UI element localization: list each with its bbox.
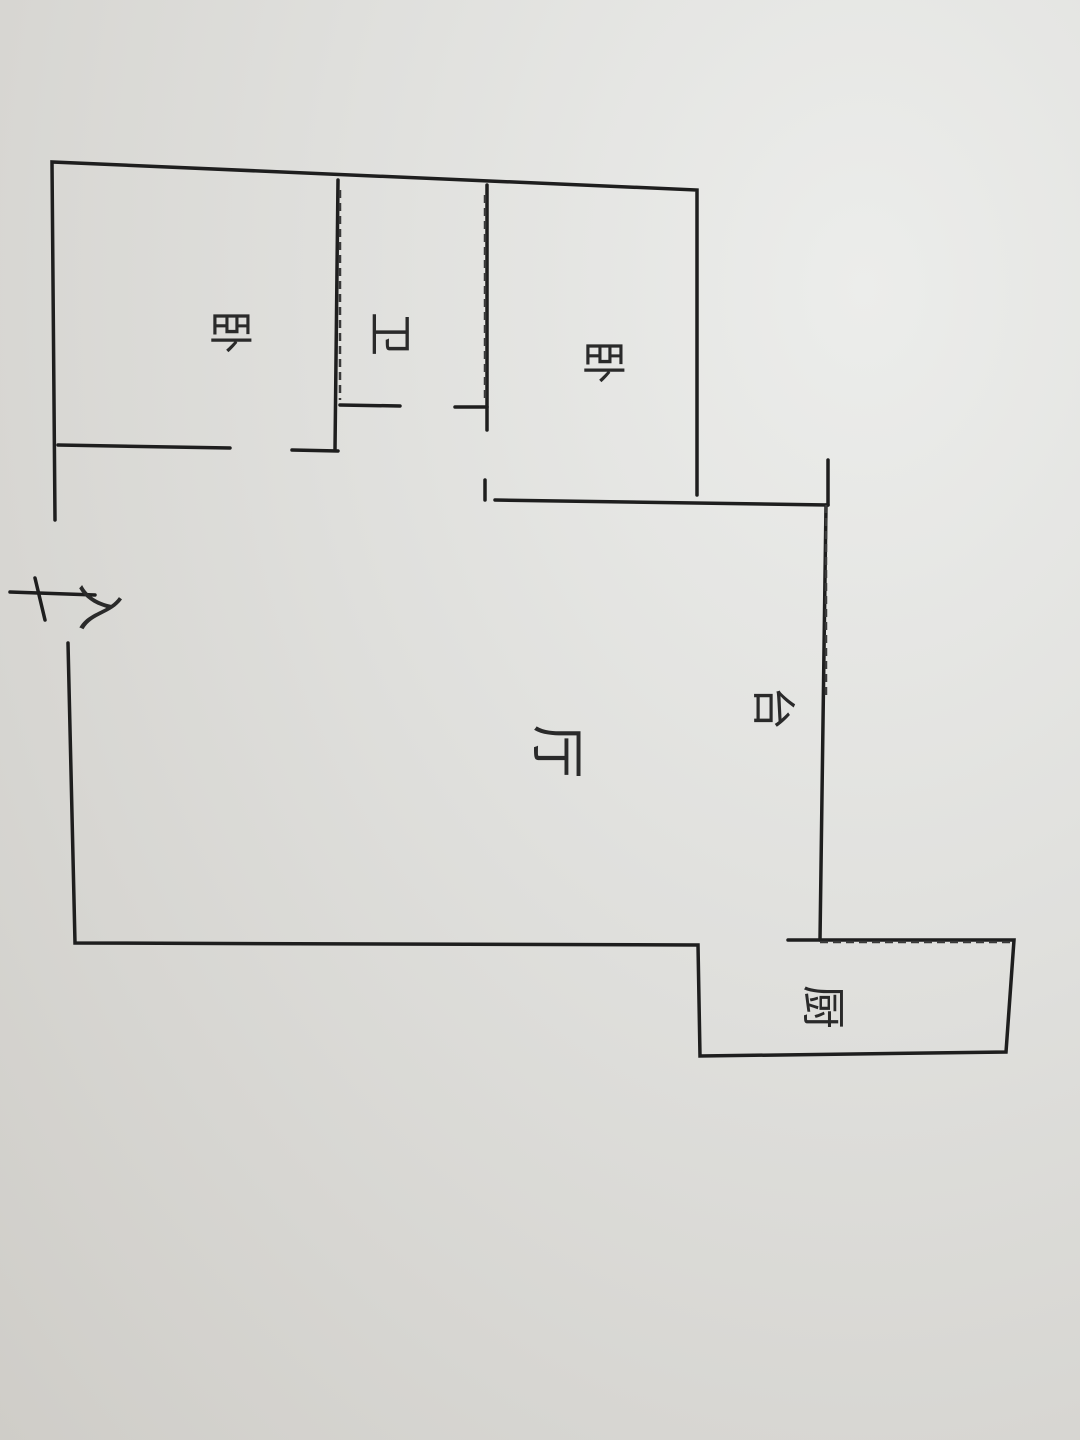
entrance-arrow xyxy=(8,576,97,622)
outer-walls xyxy=(50,160,1016,1058)
inner-walls xyxy=(56,178,489,502)
room-label-kitchen: 厨 xyxy=(797,985,848,1029)
room-label-bathroom: 卫 xyxy=(364,312,415,356)
room-label-living-room: 厅 xyxy=(525,724,589,779)
room-label-bedroom-1: 卧 xyxy=(204,310,255,354)
window-dashes xyxy=(338,190,1012,944)
room-label-bedroom-2: 卧 xyxy=(577,340,628,384)
room-label-balcony: 台 xyxy=(747,686,798,730)
entrance-label: 入 xyxy=(71,582,128,632)
